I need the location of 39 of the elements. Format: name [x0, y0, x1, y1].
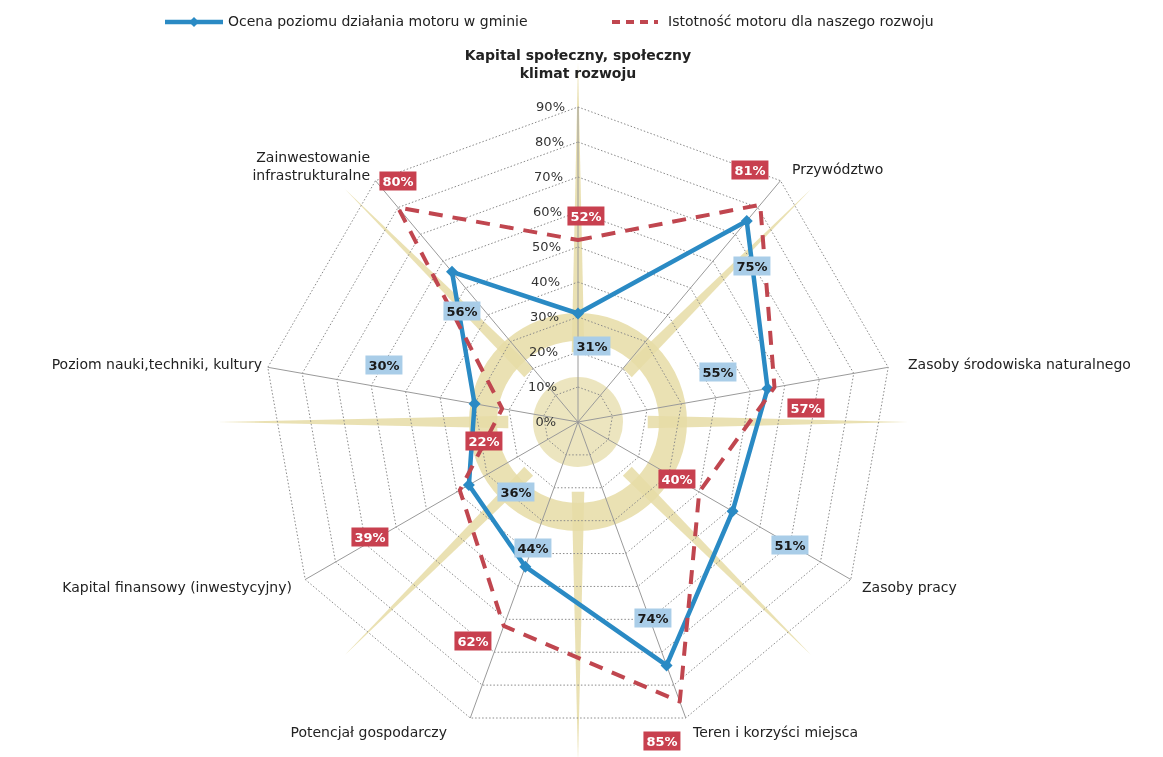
- data-label: 40%: [658, 469, 696, 489]
- legend-label: Istotność motoru dla naszego rozwoju: [668, 12, 934, 30]
- data-label: 74%: [634, 608, 672, 628]
- data-label: 55%: [699, 362, 737, 382]
- data-label: 56%: [443, 301, 481, 321]
- axis-tick-label: 70%: [534, 168, 563, 186]
- axis-tick-label: 80%: [535, 133, 564, 151]
- data-label: 39%: [351, 527, 389, 547]
- axis-tick-label: 20%: [529, 343, 558, 361]
- category-label: Teren i korzyści miejsca: [693, 723, 858, 741]
- axis-tick-label: 90%: [536, 98, 565, 116]
- data-label: 30%: [365, 355, 403, 375]
- data-label: 22%: [465, 431, 503, 451]
- category-label: Kapital społeczny, społeczny klimat rozwoju: [463, 46, 693, 82]
- data-label: 75%: [733, 256, 771, 276]
- axis-tick-label: 40%: [531, 273, 560, 291]
- category-label: Poziom nauki,techniki, kultury: [51, 355, 262, 373]
- category-label: Zainwestowanie infrastrukturalne: [251, 148, 370, 184]
- category-label: Kapital finansowy (inwestycyjny): [62, 578, 292, 596]
- axis-tick-label: 30%: [530, 308, 559, 326]
- axis-tick-label: 50%: [532, 238, 561, 256]
- category-label: Zasoby pracy: [862, 578, 957, 596]
- axis-tick-label: 0%: [535, 413, 556, 431]
- category-label: Zasoby środowiska naturalnego: [908, 355, 1131, 373]
- axis-tick-label: 60%: [533, 203, 562, 221]
- data-label: 44%: [514, 538, 552, 558]
- data-label: 85%: [643, 731, 681, 751]
- legend-label: Ocena poziomu działania motoru w gminie: [228, 12, 528, 30]
- data-label: 62%: [454, 631, 492, 651]
- category-label: Przywództwo: [792, 160, 884, 178]
- data-label: 81%: [731, 160, 769, 180]
- data-label: 51%: [771, 535, 809, 555]
- data-label: 36%: [497, 482, 535, 502]
- axis-tick-label: 10%: [528, 378, 557, 396]
- data-label: 52%: [567, 206, 605, 226]
- data-label: 80%: [379, 171, 417, 191]
- data-label: 57%: [787, 398, 825, 418]
- category-label: Potencjał gospodarczy: [290, 723, 447, 741]
- data-label: 31%: [573, 336, 611, 356]
